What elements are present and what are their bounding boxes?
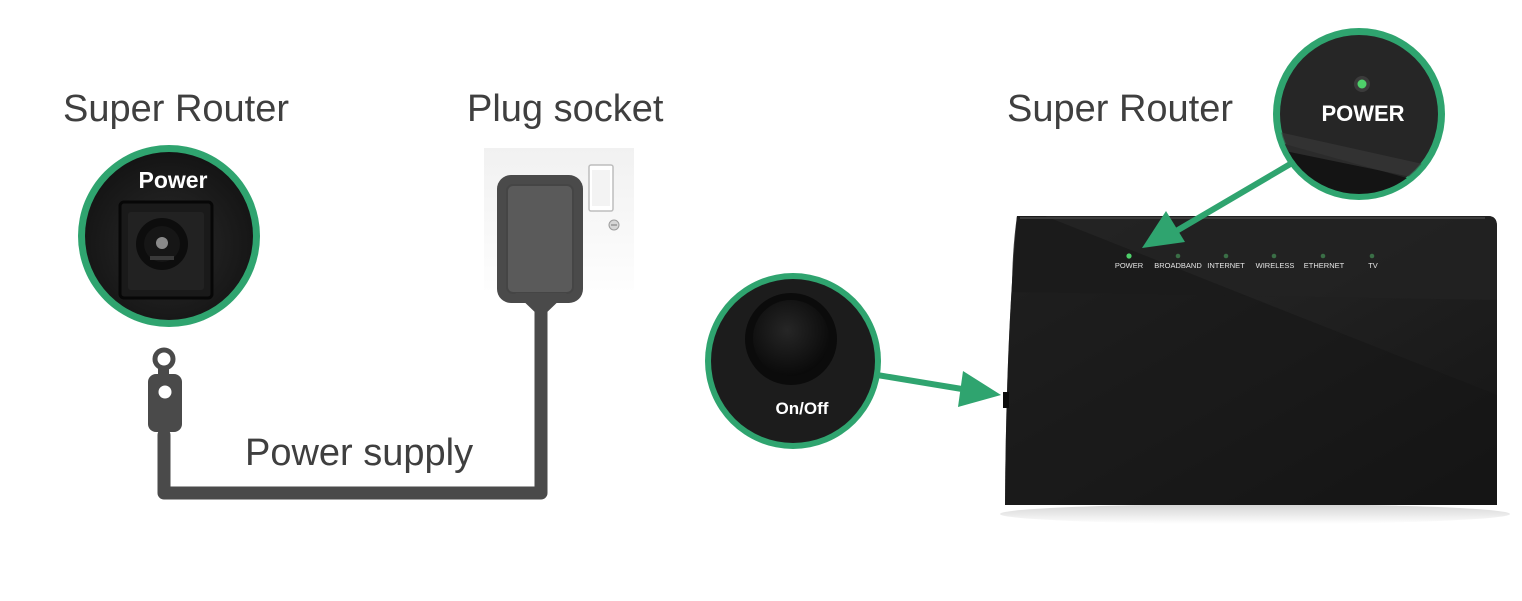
led-broadband bbox=[1175, 253, 1181, 259]
plug-adapter bbox=[497, 175, 583, 318]
led-label-internet: INTERNET bbox=[1207, 261, 1245, 270]
router-shadow bbox=[1000, 504, 1510, 524]
label-power-supply: Power supply bbox=[245, 432, 473, 474]
arrow-to-power-led bbox=[1142, 160, 1295, 248]
super-router bbox=[1003, 216, 1497, 505]
power-led-callout: POWER bbox=[1273, 28, 1445, 200]
on-off-callout: On/Off bbox=[705, 273, 881, 449]
power-port-label: Power bbox=[138, 167, 207, 193]
label-plug-socket: Plug socket bbox=[467, 88, 664, 130]
led-label-tv: TV bbox=[1368, 261, 1378, 270]
led-tv bbox=[1369, 253, 1375, 259]
led-power bbox=[1126, 253, 1132, 259]
led-label-wireless: WIRELESS bbox=[1256, 261, 1295, 270]
dc-jack-connector bbox=[148, 347, 182, 432]
power-port-callout: Power bbox=[78, 145, 260, 327]
arrow-to-on-off-button bbox=[874, 371, 1001, 407]
led-label-ethernet: ETHERNET bbox=[1304, 261, 1345, 270]
led-internet bbox=[1223, 253, 1229, 259]
led-label-broadband: BROADBAND bbox=[1154, 261, 1202, 270]
led-wireless bbox=[1271, 253, 1277, 259]
label-super-router-right: Super Router bbox=[1007, 88, 1233, 130]
power-supply-cable bbox=[157, 293, 548, 500]
led-ethernet bbox=[1320, 253, 1326, 259]
led-label-power: POWER bbox=[1115, 261, 1144, 270]
router-led-panel: POWER BROADBAND INTERNET WIRELESS ETHERN… bbox=[1115, 253, 1378, 270]
power-led-label: POWER bbox=[1321, 101, 1404, 126]
label-super-router-left: Super Router bbox=[63, 88, 289, 130]
on-off-label: On/Off bbox=[776, 399, 829, 418]
